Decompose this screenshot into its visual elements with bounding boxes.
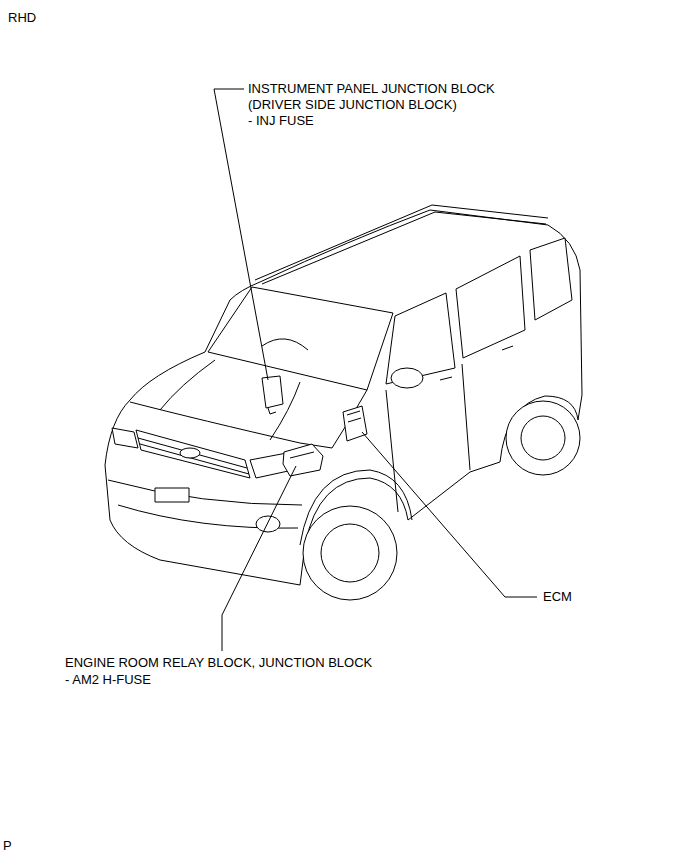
callout-label: - AM2 H-FUSE xyxy=(65,672,151,688)
fender-line xyxy=(332,390,367,448)
steering-wheel xyxy=(262,339,308,350)
rear-wheel-rim xyxy=(521,416,565,460)
grille-bars xyxy=(138,438,249,474)
front-wheel-rim xyxy=(321,524,379,582)
door-window xyxy=(456,256,525,358)
license-plate xyxy=(155,488,189,502)
roof-rail xyxy=(262,212,546,284)
leader-line xyxy=(222,466,296,651)
engine-room-block xyxy=(283,444,323,476)
callout-label: (DRIVER SIDE JUNCTION BLOCK) xyxy=(248,97,457,113)
callout-label: - INJ FUSE xyxy=(248,113,314,129)
callout-label: P xyxy=(3,838,12,854)
ecm xyxy=(343,406,367,441)
windshield xyxy=(208,287,393,390)
callout-label: INSTRUMENT PANEL JUNCTION BLOCK xyxy=(248,81,495,97)
fog-lamp xyxy=(256,516,280,532)
junction-block xyxy=(262,376,283,414)
vehicle-body xyxy=(105,205,582,600)
rear-wheel xyxy=(506,401,580,475)
emblem xyxy=(180,448,200,458)
door-line xyxy=(386,364,470,512)
door-handle xyxy=(440,346,513,380)
front-wheel xyxy=(303,506,397,600)
grille xyxy=(136,430,250,478)
side-mirror xyxy=(391,368,423,388)
headlight xyxy=(112,428,138,448)
quarter-window xyxy=(530,238,572,320)
callout-label: ECM xyxy=(543,589,572,605)
bumper-line xyxy=(108,480,302,505)
components xyxy=(262,376,367,476)
callout-label: RHD xyxy=(8,10,36,26)
hood-crease xyxy=(160,360,300,440)
leader-lines xyxy=(214,89,537,651)
leader-line xyxy=(214,89,268,380)
callout-label: ENGINE ROOM RELAY BLOCK, JUNCTION BLOCK xyxy=(65,655,372,671)
body-outline xyxy=(105,210,582,585)
leader-line xyxy=(362,432,537,597)
